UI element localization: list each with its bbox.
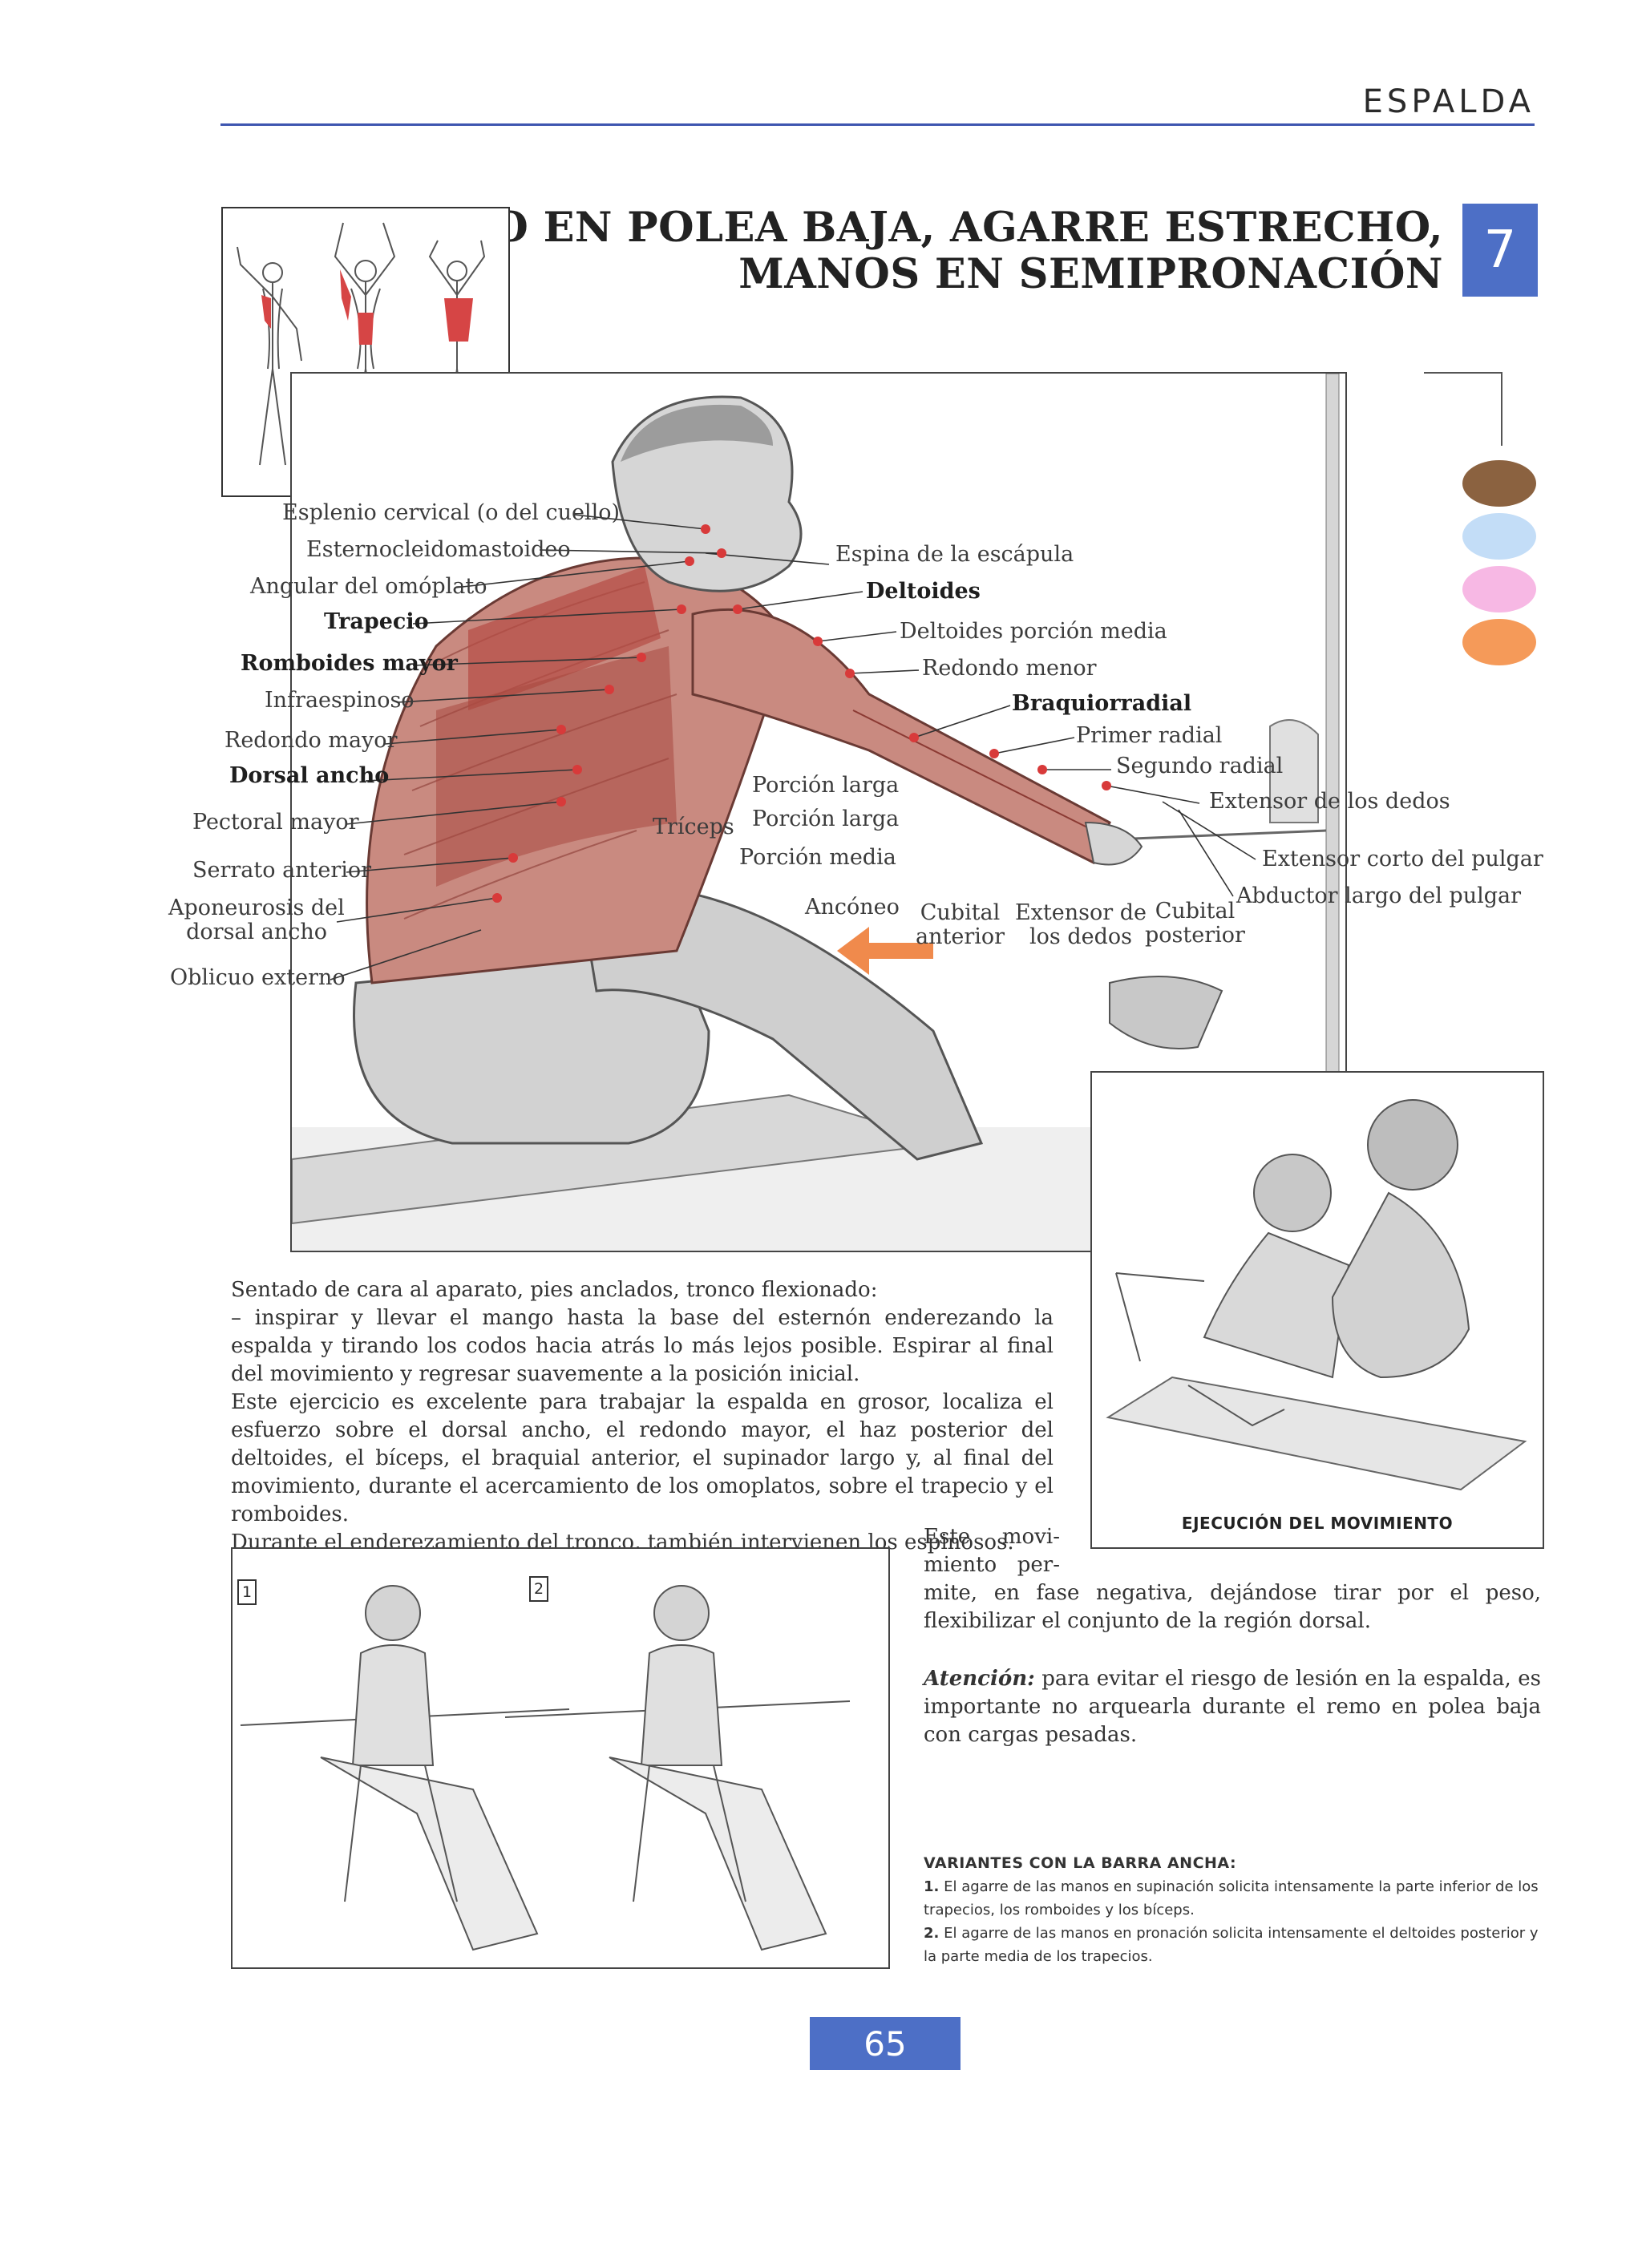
execution-caption: EJECUCIÓN DEL MOVIMIENTO	[1181, 1514, 1454, 1533]
label-serrato-anterior: Serrato anterior	[192, 858, 372, 883]
attention-text: para evitar el riesgo de lesión en la es…	[924, 1667, 1541, 1747]
label-romboides-mayor: Romboides mayor	[241, 651, 458, 676]
label-cubital-posterior: Cubital posterior	[1145, 900, 1245, 948]
label-dorsal-ancho: Dorsal ancho	[229, 763, 390, 788]
label-esternocleidomastoideo: Esternocleidomastoideo	[306, 537, 571, 562]
instructions-p2: – inspirar y llevar el mango hasta la ba…	[231, 1306, 1054, 1386]
instructions-p3: Este ejercicio es excelente para trabaja…	[231, 1390, 1054, 1526]
variant-item-2-number: 2.	[924, 1925, 940, 1942]
label-aponeurosis-line-2: dorsal ancho	[186, 920, 327, 944]
instructions-p1: Sentado de cara al aparato, pies anclado…	[231, 1278, 878, 1302]
label-redondo-mayor: Redondo mayor	[224, 728, 398, 753]
instructions-p5-start: Este movi- miento per-	[924, 1523, 1060, 1579]
label-extensor-line-1: Extensor de	[1015, 900, 1147, 925]
variants-title: VARIANTES CON LA BARRA ANCHA:	[924, 1854, 1237, 1872]
instructions-p5-line-1: Este movi-	[924, 1525, 1060, 1549]
exercise-title-line-1: REMO EN POLEA BAJA, AGARRE ESTRECHO,	[381, 204, 1443, 252]
label-aponeurosis-dorsal-ancho: Aponeurosis del dorsal ancho	[168, 895, 345, 944]
variants-drawing	[240, 1585, 851, 1951]
label-trapecio: Trapecio	[324, 609, 429, 634]
legend-dot-pink	[1462, 566, 1536, 612]
label-extensor-line-2: los dedos	[1029, 924, 1133, 949]
page-number: 65	[810, 2017, 961, 2070]
legend-dot-blue	[1462, 513, 1536, 560]
legend-bracket	[1424, 372, 1502, 446]
label-porcion-media: Porción media	[739, 845, 896, 870]
execution-illustration	[1090, 1071, 1544, 1549]
label-espina-escapula: Espina de la escápula	[835, 542, 1074, 567]
label-infraespinoso: Infraespinoso	[265, 688, 415, 713]
label-aponeurosis-line-1: Aponeurosis del	[168, 895, 345, 920]
exercise-title: REMO EN POLEA BAJA, AGARRE ESTRECHO, MAN…	[381, 204, 1443, 297]
muscle-figures-illustration	[237, 222, 486, 474]
label-cubital-posterior-line-2: posterior	[1145, 923, 1245, 948]
variants-illustration	[231, 1547, 890, 1969]
label-extensor-dedos: Extensor de los dedos	[1209, 789, 1450, 814]
label-cubital-posterior-line-1: Cubital	[1155, 899, 1236, 924]
label-segundo-radial: Segundo radial	[1116, 754, 1284, 778]
legend-dot-orange	[1462, 619, 1536, 665]
variant-2-number: 2	[529, 1576, 548, 1602]
variant-item-1-number: 1.	[924, 1878, 940, 1895]
instructions-p5: mite, en fase negativa, dejándose tirar …	[924, 1579, 1541, 1635]
variant-item-1-text: El agarre de las manos en supinación sol…	[924, 1878, 1539, 1918]
section-title: ESPALDA	[1362, 83, 1535, 120]
variant-item-2-text: El agarre de las manos en pronación soli…	[924, 1925, 1539, 1965]
label-redondo-menor: Redondo menor	[922, 656, 1097, 681]
attention-note: Atención: para evitar el riesgo de lesió…	[924, 1665, 1541, 1749]
label-triceps: Tríceps	[653, 815, 734, 839]
label-cubital-anterior-line-2: anterior	[916, 924, 1005, 949]
instructions-p5-line-2: miento per-	[924, 1553, 1060, 1577]
label-pectoral-mayor: Pectoral mayor	[192, 810, 359, 835]
label-braquiorradial: Braquiorradial	[1012, 691, 1192, 716]
label-extensor-corto-pulgar: Extensor corto del pulgar	[1262, 847, 1543, 871]
instructions-text: Sentado de cara al aparato, pies anclado…	[231, 1276, 1054, 1557]
label-deltoides-porcion-media: Deltoides porción media	[900, 619, 1167, 644]
attention-label: Atención:	[924, 1667, 1035, 1691]
legend-dot-brown	[1462, 460, 1536, 507]
variant-item-2: 2. El agarre de las manos en pronación s…	[924, 1922, 1541, 1968]
instructions-p5-rest: mite, en fase negativa, dejándose tirar …	[924, 1581, 1541, 1633]
execution-drawing	[1092, 1073, 1543, 1547]
label-porcion-larga-1: Porción larga	[752, 773, 900, 798]
variant-1-number: 1	[237, 1579, 257, 1605]
label-porcion-larga-2: Porción larga	[752, 807, 900, 831]
exercise-number-badge: 7	[1462, 204, 1538, 297]
label-angular-del-omoplato: Angular del omóplato	[250, 574, 487, 599]
label-cubital-anterior: Cubital anterior	[916, 901, 1005, 949]
header-rule	[220, 123, 1535, 126]
label-anconeo: Ancóneo	[805, 895, 900, 920]
variants-text: VARIANTES CON LA BARRA ANCHA: 1. El agar…	[924, 1852, 1541, 1968]
label-extensor-de-los-dedos: Extensor de los dedos	[1015, 901, 1147, 949]
label-esplenio-cervical: Esplenio cervical (o del cuello)	[282, 500, 621, 525]
label-primer-radial: Primer radial	[1076, 723, 1223, 748]
label-abductor-largo-pulgar: Abductor largo del pulgar	[1236, 883, 1522, 908]
exercise-title-line-2: MANOS EN SEMIPRONACIÓN	[738, 250, 1443, 298]
label-cubital-anterior-line-1: Cubital	[920, 900, 1001, 925]
variant-item-1: 1. El agarre de las manos en supinación …	[924, 1875, 1541, 1922]
label-deltoides: Deltoides	[866, 579, 981, 604]
label-oblicuo-externo: Oblicuo externo	[170, 965, 346, 990]
